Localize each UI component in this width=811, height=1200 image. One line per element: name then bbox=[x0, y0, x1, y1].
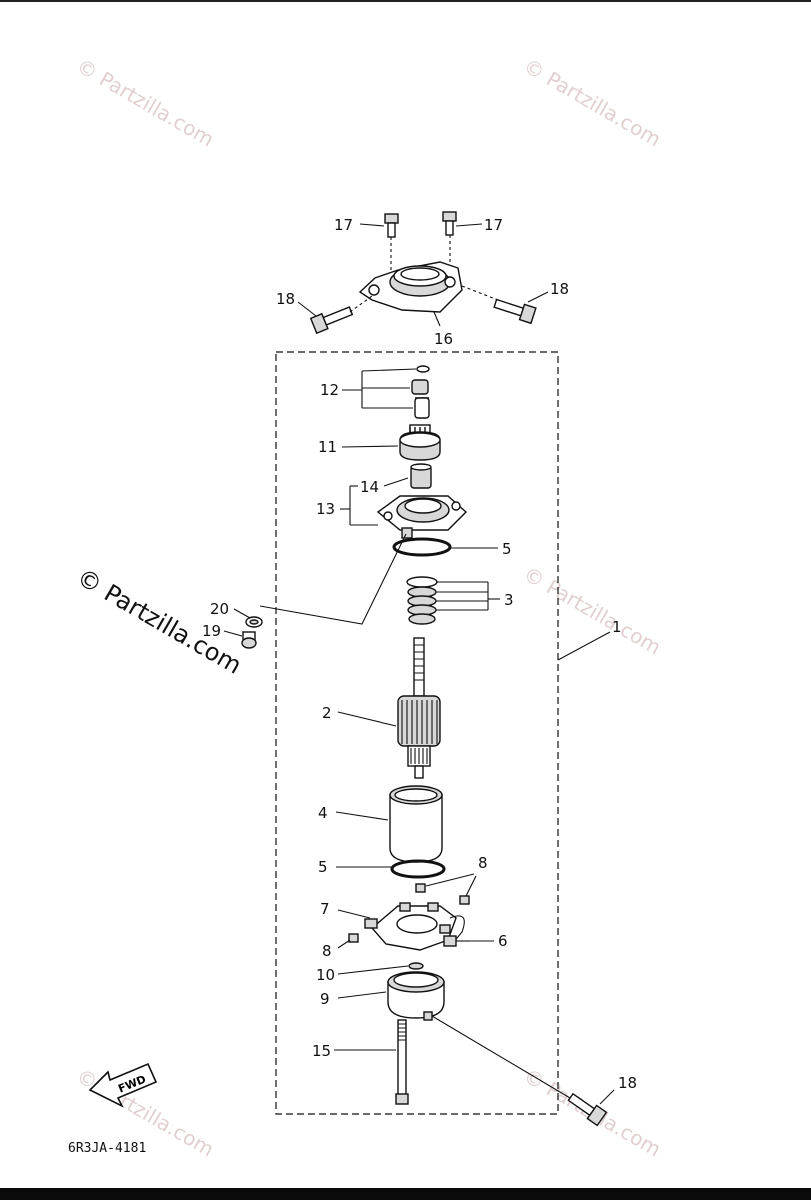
callout-8-lower: 8 bbox=[322, 942, 332, 960]
part-8-brush bbox=[459, 895, 470, 905]
part-3-washer-set bbox=[406, 576, 438, 625]
callout-11: 11 bbox=[318, 438, 337, 456]
bottom-border bbox=[0, 1188, 811, 1200]
part-8-brush bbox=[348, 933, 359, 943]
callout-4: 4 bbox=[318, 804, 328, 822]
callout-2: 2 bbox=[322, 704, 332, 722]
part-10-washer bbox=[408, 962, 424, 970]
part-8-brush bbox=[415, 883, 426, 893]
callout-18-left: 18 bbox=[276, 290, 295, 308]
callout-10: 10 bbox=[316, 966, 335, 984]
part-13-front-cover bbox=[376, 495, 468, 539]
callouts: 17 17 18 18 16 12 11 14 13 5 bbox=[202, 216, 637, 1105]
callout-6: 6 bbox=[498, 932, 508, 950]
callout-16: 16 bbox=[434, 330, 453, 348]
callout-1: 1 bbox=[612, 618, 622, 636]
part-2-armature bbox=[397, 637, 441, 779]
part-12-pinion-stopper-set bbox=[411, 365, 430, 419]
part-15-through-bolt bbox=[395, 1019, 409, 1105]
callout-17-right: 17 bbox=[484, 216, 503, 234]
callout-18-lower: 18 bbox=[618, 1074, 637, 1092]
callout-12: 12 bbox=[320, 381, 339, 399]
part-18-bolt-lower bbox=[567, 1092, 608, 1127]
bracket-assembly bbox=[309, 211, 537, 335]
assembly-boundary bbox=[275, 351, 559, 1115]
callout-13: 13 bbox=[316, 500, 335, 518]
callout-14: 14 bbox=[360, 478, 379, 496]
part-5-o-ring-upper bbox=[392, 537, 452, 557]
part-19-20-screw-washer bbox=[241, 616, 263, 649]
part-4-yoke bbox=[389, 785, 443, 863]
watermark: © Partzilla.com bbox=[520, 562, 666, 660]
part-7-brush-holder bbox=[364, 902, 465, 951]
callout-8-upper: 8 bbox=[478, 854, 488, 872]
callout-5-upper: 5 bbox=[502, 540, 512, 558]
top-border bbox=[0, 0, 811, 2]
watermarks: © Partzilla.com © Partzilla.com © Partzi… bbox=[72, 54, 665, 1162]
callout-18-right: 18 bbox=[550, 280, 569, 298]
diagram-code: 6R3JA-4181 bbox=[68, 1141, 146, 1156]
callout-15: 15 bbox=[312, 1042, 331, 1060]
callout-20: 20 bbox=[210, 600, 229, 618]
callout-5-lower: 5 bbox=[318, 858, 328, 876]
fwd-arrow-icon: FWD bbox=[88, 1062, 158, 1108]
callout-19: 19 bbox=[202, 622, 221, 640]
callout-9: 9 bbox=[320, 990, 330, 1008]
part-5-o-ring-lower bbox=[390, 859, 446, 879]
callout-3: 3 bbox=[504, 591, 514, 609]
part-11-pinion bbox=[399, 424, 441, 461]
watermark: © Partzilla.com bbox=[73, 54, 219, 152]
watermark: © Partzilla.com bbox=[520, 54, 666, 152]
part-9-end-cover bbox=[387, 971, 445, 1021]
part-14-bushing bbox=[410, 463, 432, 489]
callout-7: 7 bbox=[320, 900, 330, 918]
callout-17-left: 17 bbox=[334, 216, 353, 234]
